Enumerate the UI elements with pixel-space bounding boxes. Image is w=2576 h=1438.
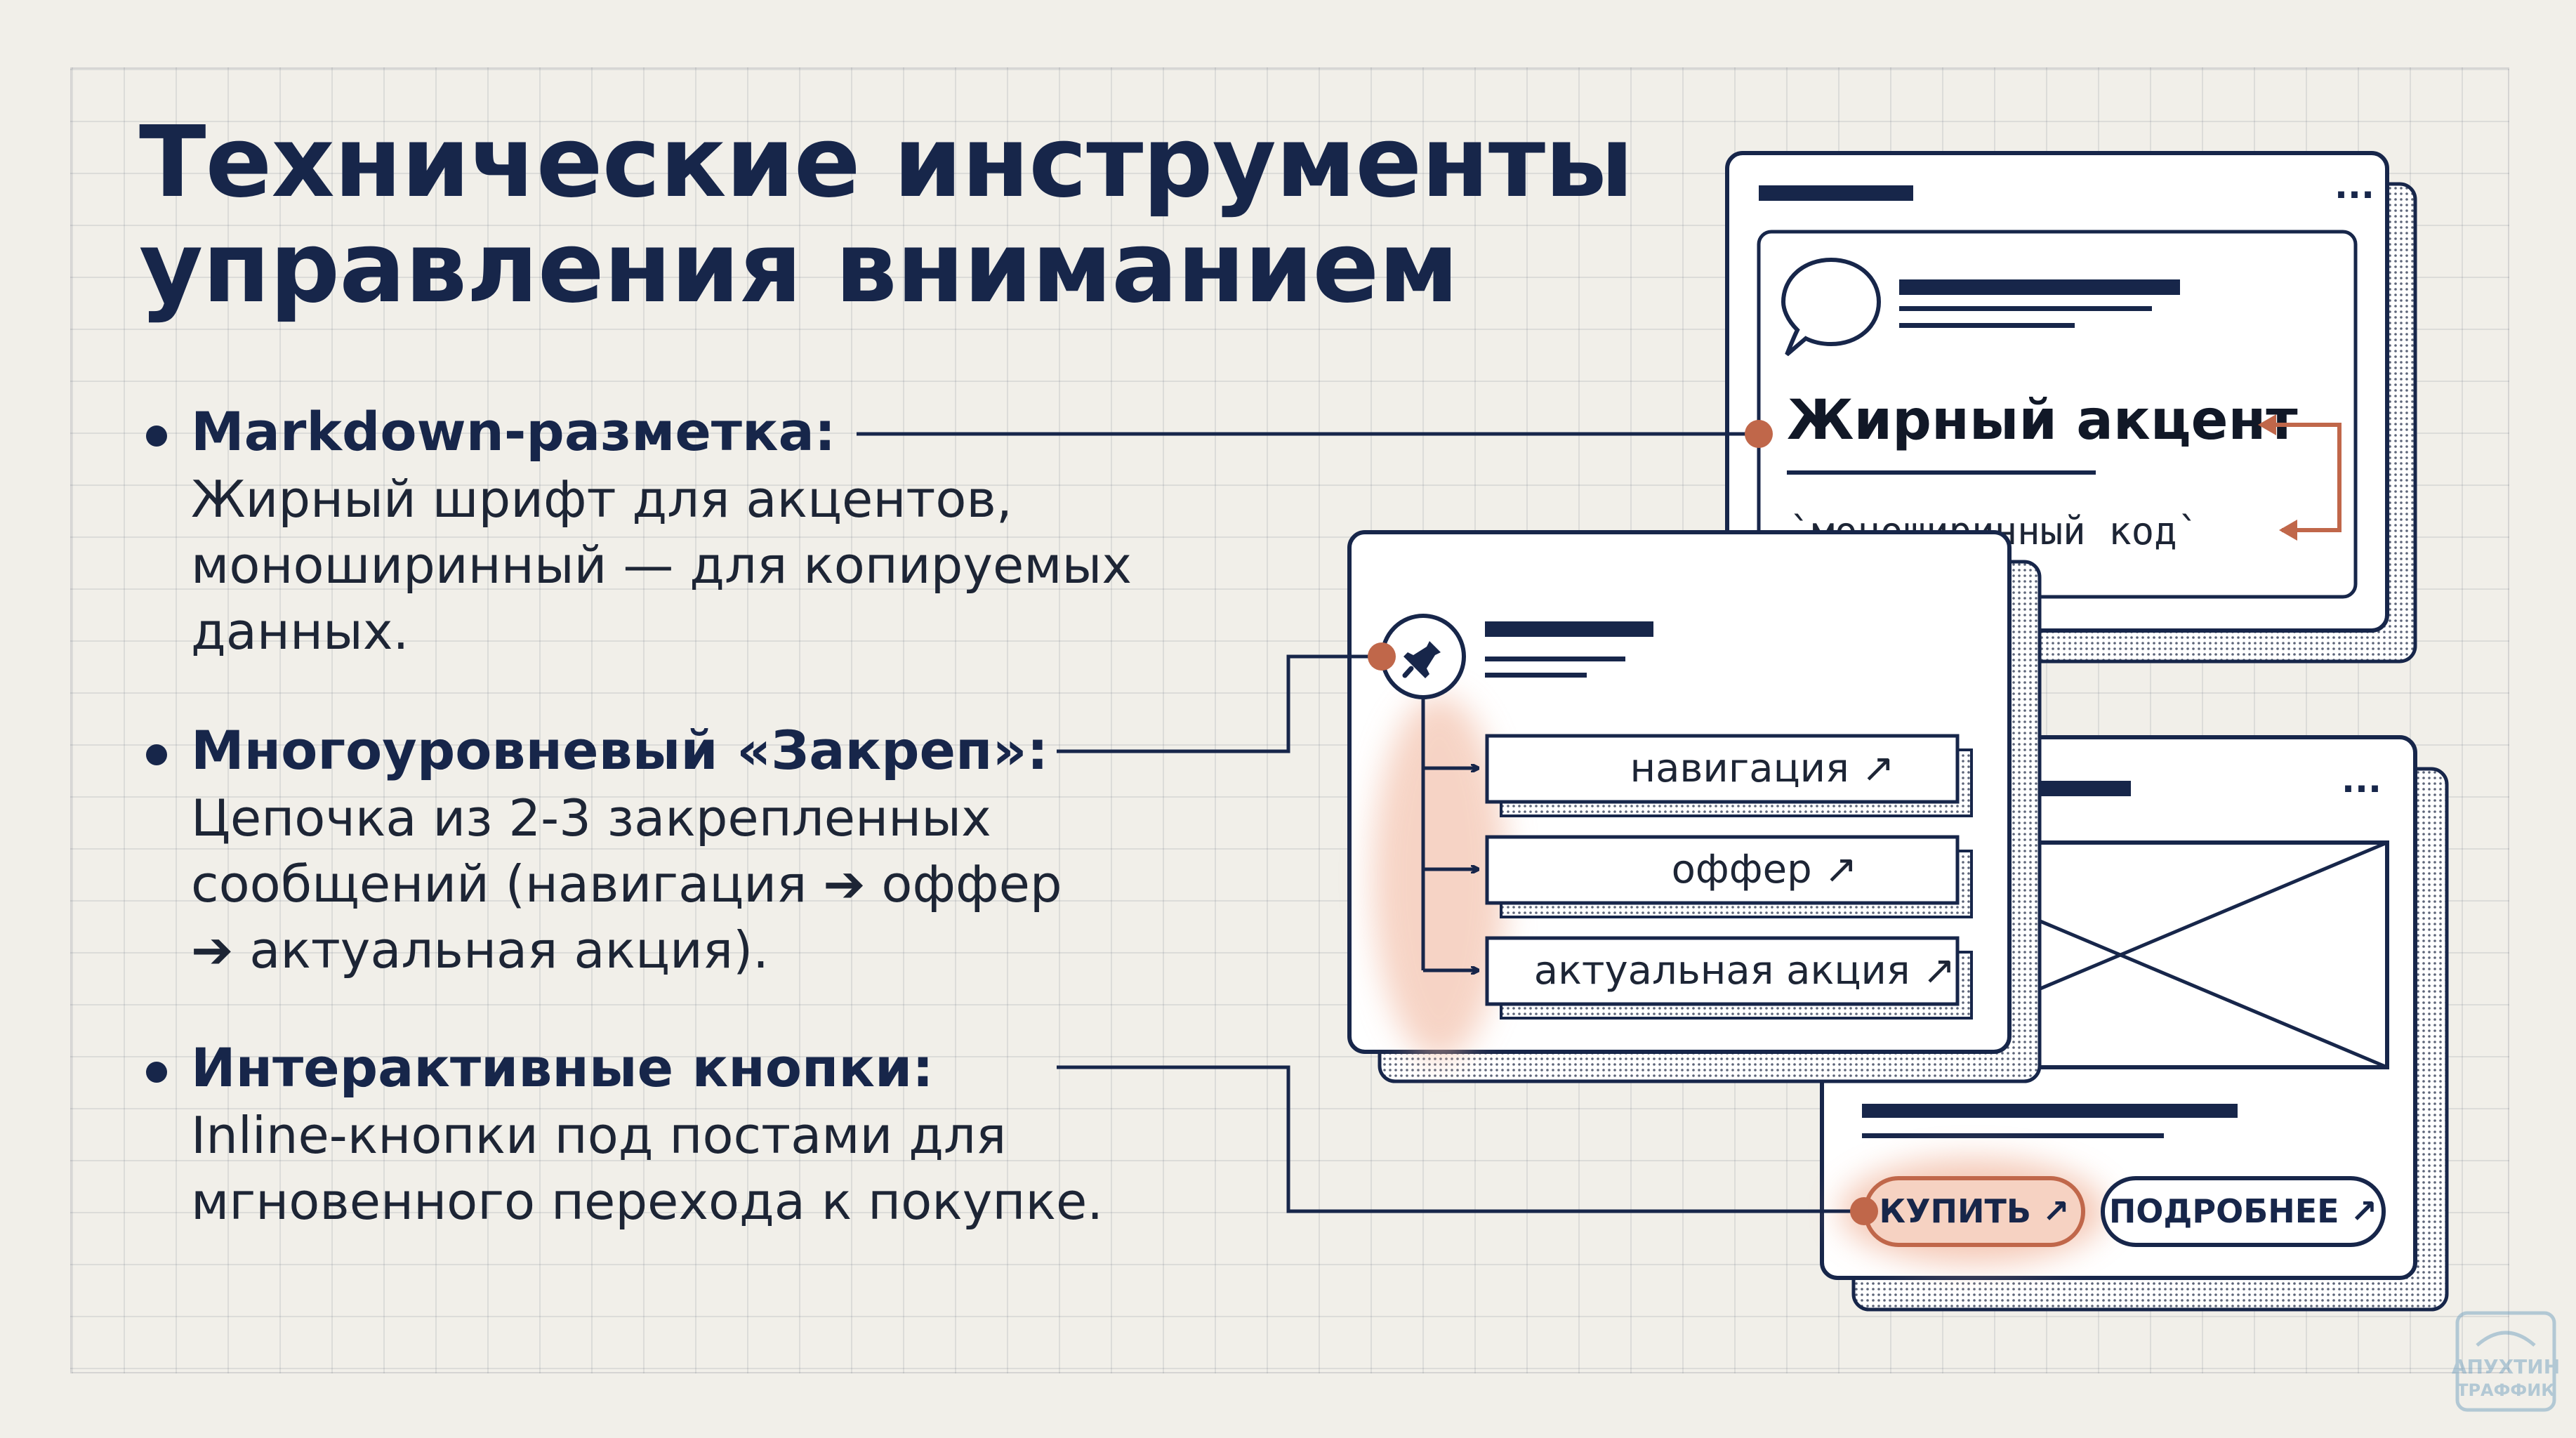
connector-dot-buttons (1850, 1197, 1878, 1225)
card-buttons-line-2 (1862, 1133, 2164, 1138)
connector-buttons (1057, 1065, 1864, 1213)
bold-accent-text: Жирный акцент (1787, 389, 2298, 452)
pin-button-navigation-label: навигация ↗ (1630, 746, 1895, 791)
card-markdown-line-3 (1899, 323, 2075, 328)
pin-button-offer[interactable]: оффер ↗ (1485, 835, 1973, 918)
connector-pin (1057, 654, 1382, 753)
card-pins-line-3 (1485, 673, 1587, 678)
card-pins-line-1 (1485, 621, 1653, 637)
bullet-text-pin-2: сообщений (навигация ➔ оффер (191, 855, 1062, 913)
bullet-dot-2 (146, 744, 167, 765)
bullet-text-markdown-3: данных. (191, 602, 409, 661)
bold-accent-underline (1787, 470, 2096, 475)
speech-bubble-icon (1781, 257, 1882, 357)
bullet-text-buttons-1: Inline-кнопки под постами для (191, 1106, 1007, 1165)
pin-button-navigation[interactable]: навигация ↗ (1485, 734, 1973, 817)
bullet-text-pin-1: Цепочка из 2-3 закрепленных (191, 789, 991, 847)
bullet-heading-markdown: Markdown-разметка: (191, 400, 836, 463)
card-markdown-menu-icon: ... (2334, 166, 2374, 206)
details-button-label: ПОДРОБНЕЕ ↗ (2109, 1192, 2377, 1230)
bullet-heading-buttons: Интерактивные кнопки: (191, 1036, 934, 1099)
details-button[interactable]: ПОДРОБНЕЕ ↗ (2101, 1176, 2386, 1247)
pin-button-promo-label: актуальная акция ↗ (1534, 948, 1956, 994)
card-buttons-line-1 (1862, 1104, 2238, 1118)
connector-dot-pin (1368, 642, 1396, 671)
connectors (857, 420, 1878, 1225)
pin-button-promo[interactable]: актуальная акция ↗ (1485, 936, 1973, 1020)
card-markdown-line-1 (1899, 279, 2180, 295)
watermark-logo: АПУХТИН ТРАФФИК (2452, 1311, 2560, 1412)
card-buttons-menu-icon: ... (2341, 760, 2382, 800)
bullet-dot-1 (146, 426, 167, 447)
watermark-line-2: ТРАФФИК (2457, 1380, 2555, 1400)
bullet-text-markdown-2: моноширинный — для копируемых (191, 536, 1132, 595)
card-pins-line-2 (1485, 657, 1625, 661)
bullet-text-pin-3: ➔ актуальная акция). (191, 921, 770, 979)
buy-button-label: КУПИТЬ ↗ (1879, 1192, 2069, 1230)
watermark-line-1: АПУХТИН (2452, 1355, 2560, 1378)
card-markdown-header-bar (1759, 185, 1913, 201)
bullet-text-markdown-1: Жирный шрифт для акцентов, (191, 470, 1012, 529)
bullet-dot-3 (146, 1062, 167, 1083)
buy-button[interactable]: КУПИТЬ ↗ (1863, 1176, 2085, 1247)
title-line-2: управления вниманием (139, 211, 1459, 325)
bullet-heading-pin: Многоуровневый «Закреп»: (191, 719, 1049, 781)
title-line-1: Технические инструменты (139, 105, 1634, 220)
bullet-text-buttons-2: мгновенного перехода к покупке. (191, 1172, 1104, 1231)
card-markdown-line-2 (1899, 306, 2152, 311)
card-pins: навигация ↗ оффер ↗ актуальная акция ↗ (1347, 530, 2042, 1083)
accent-arrow-to-bold (2258, 414, 2341, 532)
connector-dot-markdown (1745, 420, 1773, 448)
pin-button-offer-label: оффер ↗ (1672, 847, 1858, 892)
